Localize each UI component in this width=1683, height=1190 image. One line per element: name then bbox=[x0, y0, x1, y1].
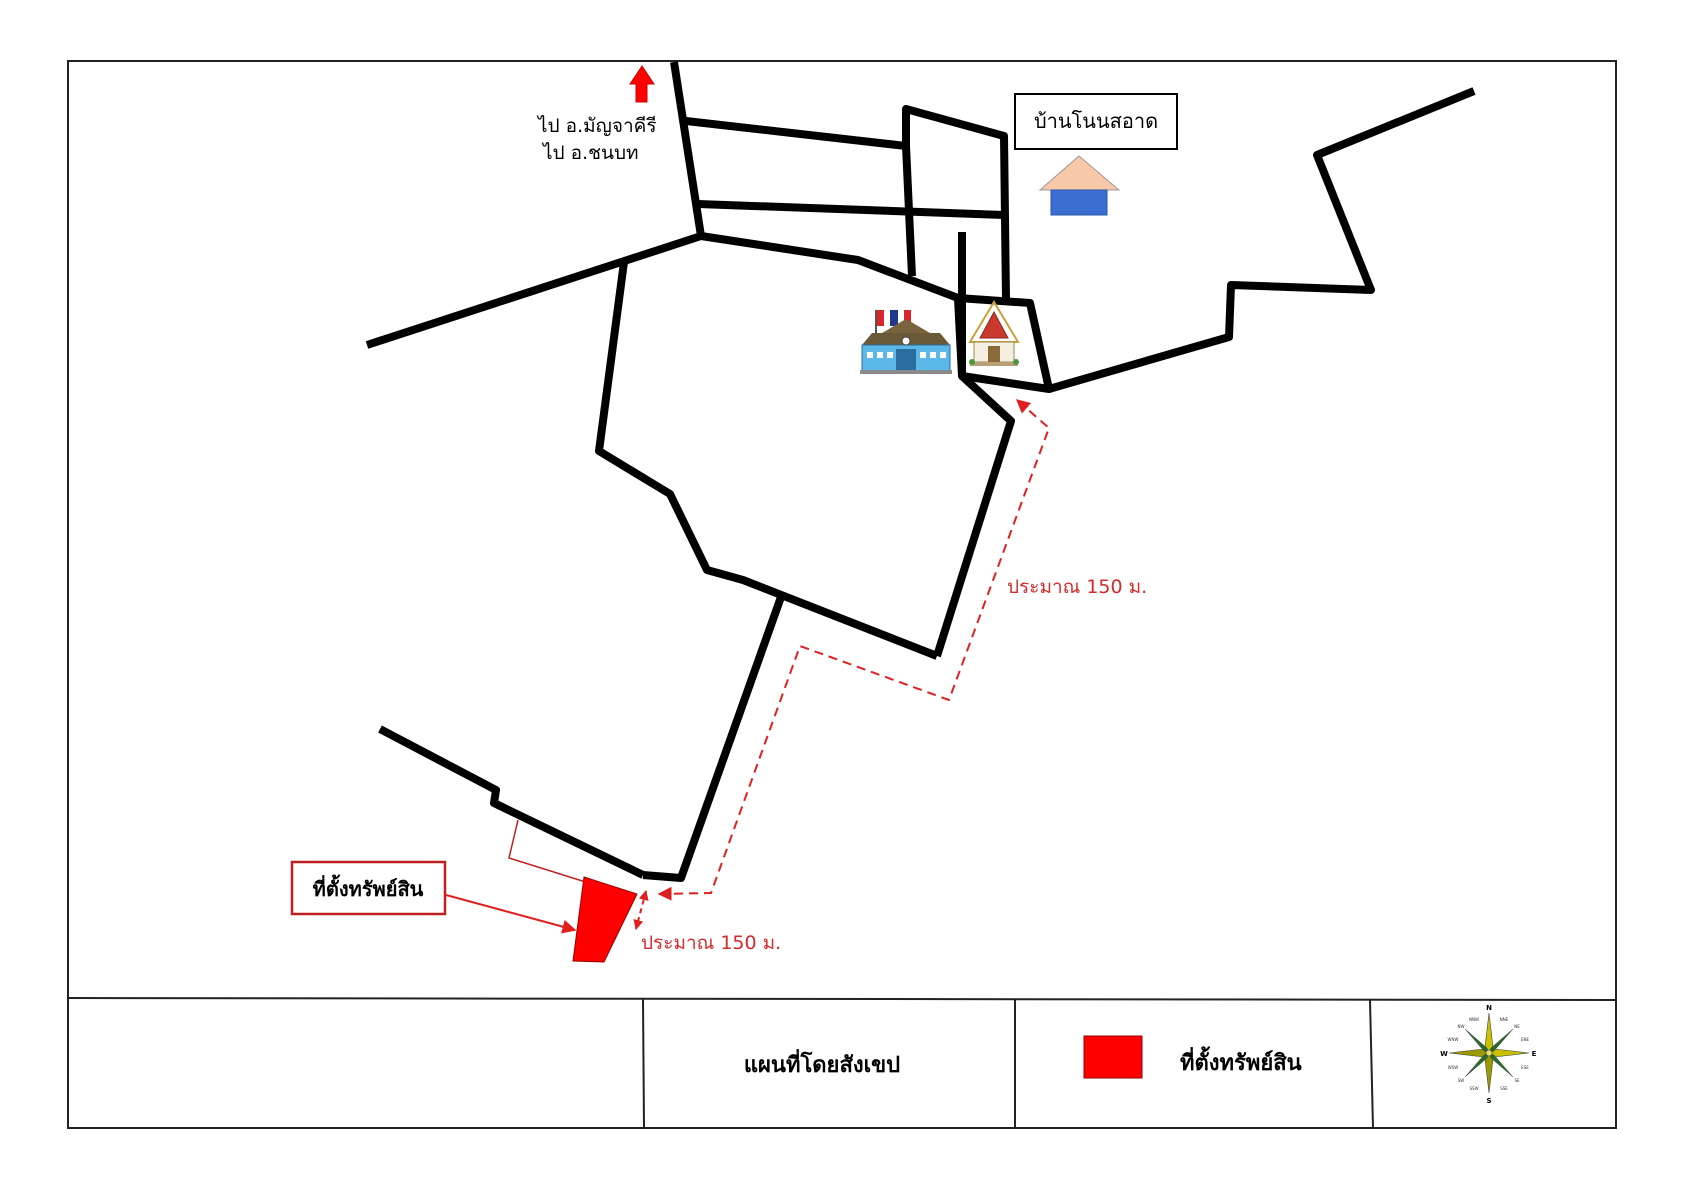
property-parcel bbox=[572, 876, 638, 963]
property-callout-arrow bbox=[445, 894, 577, 934]
svg-text:NE: NE bbox=[1514, 1024, 1520, 1029]
property-callout-box bbox=[290, 860, 447, 916]
svg-text:WSW: WSW bbox=[1448, 1065, 1458, 1070]
svg-text:ESE: ESE bbox=[1521, 1065, 1529, 1070]
road-crossing-middle bbox=[697, 200, 1005, 219]
map-title: แผนที่โดยสังเขป bbox=[744, 1048, 900, 1078]
north-arrow-icon bbox=[629, 65, 655, 103]
svg-text:E: E bbox=[1532, 1050, 1537, 1058]
svg-text:NNW: NNW bbox=[1469, 1017, 1479, 1022]
route-path bbox=[657, 399, 1051, 901]
svg-text:SE: SE bbox=[1514, 1078, 1520, 1083]
map-frame bbox=[67, 60, 1617, 1129]
svg-text:S: S bbox=[1486, 1097, 1491, 1105]
road-west bbox=[365, 232, 960, 349]
road-south-main bbox=[933, 373, 1015, 658]
svg-text:SSW: SSW bbox=[1469, 1086, 1478, 1091]
road-southwest bbox=[378, 725, 645, 879]
temple-icon bbox=[968, 300, 1020, 366]
svg-text:W: W bbox=[1440, 1050, 1448, 1058]
svg-text:NNE: NNE bbox=[1500, 1017, 1509, 1022]
road-south-branch bbox=[642, 595, 785, 882]
distance-label-upper: ประมาณ 150 ม. bbox=[1007, 576, 1147, 598]
road-village-link bbox=[902, 145, 916, 277]
property-callout-label: ที่ตั้งทรัพย์สิน bbox=[313, 874, 424, 901]
svg-text:SW: SW bbox=[1458, 1078, 1465, 1083]
route-tick bbox=[633, 890, 649, 930]
village-label: บ้านโนนสอาด bbox=[1034, 109, 1158, 133]
legend-swatch bbox=[1083, 1035, 1143, 1079]
road-village-loop bbox=[902, 105, 1010, 301]
property-boundary-line bbox=[508, 819, 593, 885]
direction-note-line2: ไป อ.ชนบท bbox=[541, 142, 639, 164]
svg-text:SSE: SSE bbox=[1500, 1086, 1508, 1091]
road-network bbox=[365, 61, 1476, 882]
legend-label: ที่ตั้งทรัพย์สิน bbox=[1180, 1046, 1302, 1076]
svg-text:WNW: WNW bbox=[1448, 1037, 1459, 1042]
school-icon bbox=[860, 310, 952, 374]
direction-note-line1: ไป อ.มัญจาคีรี bbox=[536, 115, 657, 137]
road-north bbox=[670, 61, 705, 237]
svg-text:N: N bbox=[1486, 1004, 1492, 1012]
compass-rose-icon: N S E W NNE NE ENE ESE SE SSE SSW SW WSW… bbox=[1440, 1004, 1536, 1105]
road-east bbox=[1047, 87, 1476, 393]
svg-text:NW: NW bbox=[1458, 1024, 1465, 1029]
distance-label-lower: ประมาณ 150 ม. bbox=[641, 932, 781, 954]
house-icon bbox=[1038, 155, 1121, 216]
village-label-box bbox=[1014, 93, 1178, 150]
road-crossing-upper bbox=[685, 117, 907, 150]
svg-text:ENE: ENE bbox=[1521, 1037, 1530, 1042]
